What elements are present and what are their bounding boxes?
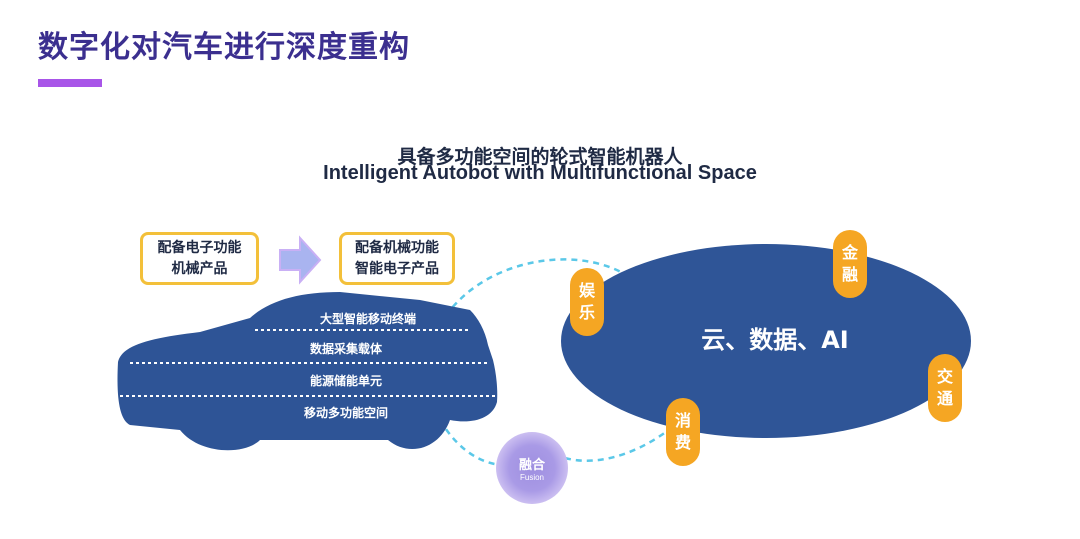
- dashed-connection-arc-right: [564, 419, 681, 462]
- car-layer-space: 移动多功能空间: [303, 406, 388, 420]
- transform-arrow: [279, 235, 322, 285]
- box-mechanical-functions: 配备机械功能 智能电子产品: [339, 232, 455, 285]
- box-left-line-1: 配备电子功能: [157, 239, 242, 256]
- central-ellipse: [561, 244, 971, 438]
- car-layer-terminal: 大型智能移动终端: [319, 312, 416, 326]
- bubble-consumption-char-2: 费: [674, 433, 691, 452]
- bubble-finance-char-2: 融: [841, 265, 858, 284]
- box-right-line-2: 智能电子产品: [355, 260, 439, 277]
- car-silhouette: [117, 292, 498, 451]
- fusion-label-en: Fusion: [519, 473, 544, 482]
- dashed-connection-arc: [438, 258, 641, 326]
- title-underline: [38, 79, 102, 87]
- bubble-entertainment-char-2: 乐: [578, 303, 595, 322]
- box-right-line-1: 配备机械功能: [355, 239, 439, 256]
- bubble-entertainment-char-1: 娱: [578, 281, 595, 300]
- bubble-transport: 交 通: [928, 354, 962, 422]
- box-left-line-2: 机械产品: [171, 260, 228, 277]
- fusion-label-cn: 融合: [518, 458, 545, 473]
- bubble-finance: 金 融: [833, 230, 867, 298]
- car-layer-data: 数据采集载体: [309, 342, 382, 356]
- car-layer-energy: 能源储能单元: [309, 374, 382, 388]
- bubble-finance-char-1: 金: [841, 243, 858, 262]
- diagram-heading-cn: 具备多功能空间的轮式智能机器人: [397, 146, 683, 168]
- box-electronic-functions: 配备电子功能 机械产品: [140, 232, 259, 285]
- bubble-transport-char-2: 通: [936, 389, 953, 408]
- bubble-consumption: 消 费: [666, 398, 700, 466]
- bubble-consumption-char-1: 消: [674, 411, 691, 430]
- diagram-heading-en: Intelligent Autobot with Multifunctional…: [323, 162, 757, 184]
- fusion-circle: 融合 Fusion: [496, 432, 568, 504]
- bubble-entertainment: 娱 乐: [570, 268, 604, 336]
- page-title: 数字化对汽车进行深度重构: [38, 30, 410, 65]
- ellipse-center-label: 云、数据、AI: [701, 326, 849, 354]
- bubble-transport-char-1: 交: [936, 367, 953, 386]
